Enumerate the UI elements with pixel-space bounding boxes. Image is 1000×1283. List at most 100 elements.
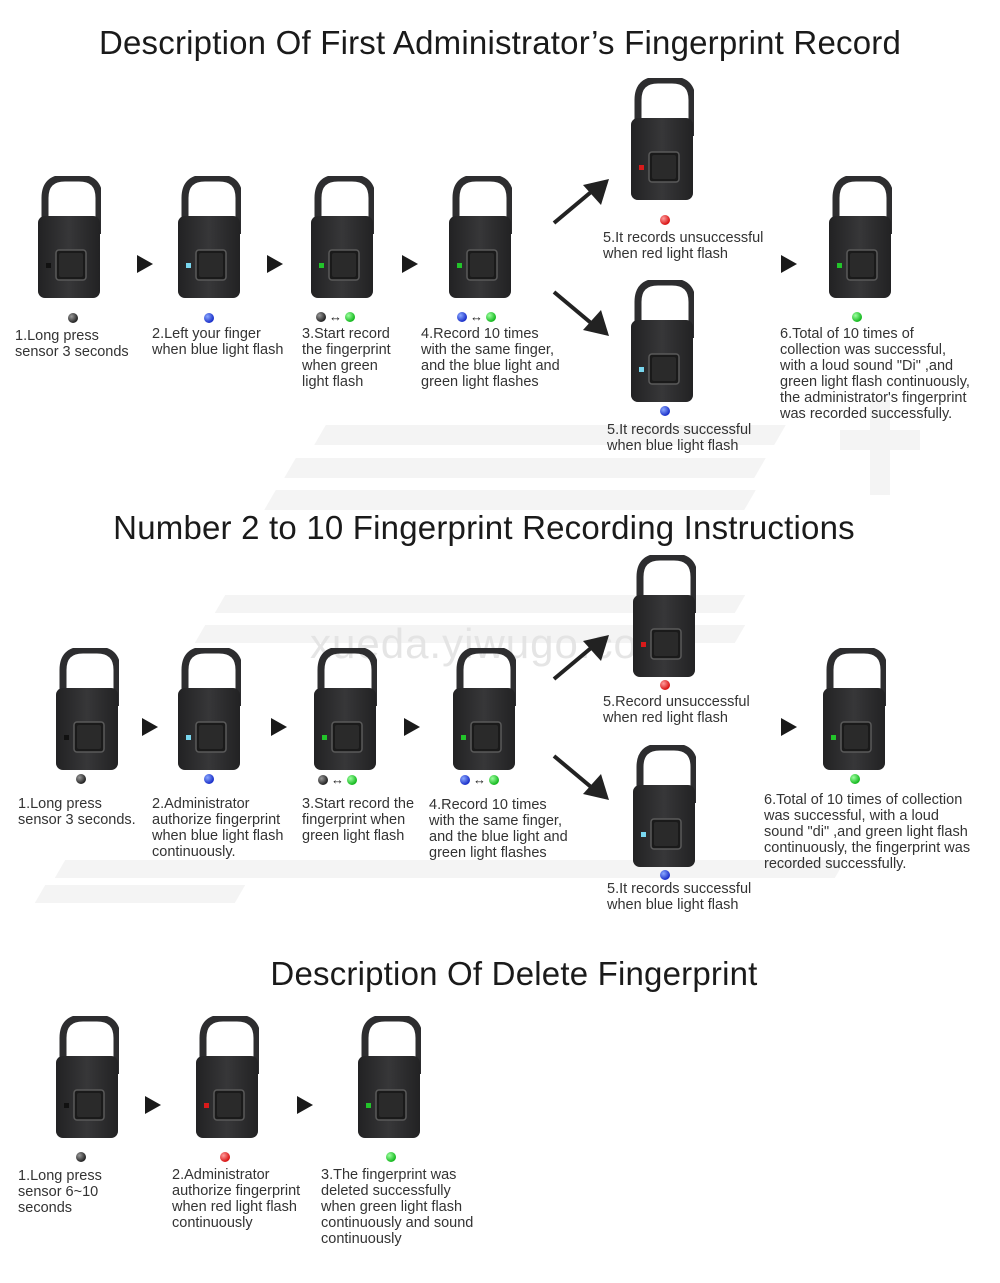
section2-step4-caption: 4.Record 10 times with the same finger, … — [429, 797, 568, 861]
padlock-icon — [453, 648, 516, 770]
section1-step4-caption: 4.Record 10 times with the same finger, … — [421, 326, 560, 390]
play-arrow-icon — [267, 255, 283, 273]
section1-title: Description Of First Administrator’s Fin… — [98, 24, 902, 61]
section1-step7-caption: 6.Total of 10 times of collection was su… — [780, 326, 970, 422]
section3-step3-padlock — [357, 1016, 421, 1140]
play-arrow-icon — [781, 718, 797, 736]
play-arrow-icon — [297, 1096, 313, 1114]
section1-step3-padlock — [310, 176, 374, 300]
blue-led-dot — [460, 775, 470, 785]
section2-step4-alternating-led-indicator: ↔ — [460, 772, 499, 787]
diagonal-down-arrow-icon — [552, 290, 609, 336]
section3-step3-caption: 3.The fingerprint was deleted successful… — [321, 1167, 474, 1247]
section3-step2-red-led-indicator — [220, 1152, 230, 1162]
section1-step3-caption: 3.Start record the fingerprint when gree… — [302, 326, 391, 390]
section1-step6-padlock — [630, 280, 694, 404]
section3-step3-green-led-indicator — [386, 1152, 396, 1162]
green-led-dot — [486, 312, 496, 322]
section1-step1-padlock — [37, 176, 101, 300]
padlock-icon — [314, 648, 377, 770]
left-right-arrow-icon: ↔ — [470, 309, 483, 324]
section2-step4-padlock — [452, 648, 516, 772]
green-led-dot — [347, 775, 357, 785]
padlock-icon — [56, 648, 119, 770]
padlock-icon — [631, 78, 694, 200]
section2-step1-caption: 1.Long press sensor 3 seconds. — [18, 796, 136, 828]
play-arrow-icon — [142, 718, 158, 736]
padlock-icon — [178, 176, 241, 298]
section2-step2-padlock — [177, 648, 241, 772]
background-stripe — [870, 400, 890, 495]
background-stripe — [34, 885, 246, 903]
section1-step4-alternating-led-indicator: ↔ — [457, 309, 496, 324]
section2-step7-green-led-indicator — [850, 774, 860, 784]
play-arrow-icon — [271, 718, 287, 736]
left-right-arrow-icon: ↔ — [473, 772, 486, 787]
padlock-icon — [633, 555, 696, 677]
section3-step1-padlock — [55, 1016, 119, 1140]
section2-step5-padlock — [632, 555, 696, 679]
section1-step6-blue-led-indicator — [660, 406, 670, 416]
section2-step3-padlock — [313, 648, 377, 772]
play-arrow-icon — [781, 255, 797, 273]
section1-step7-green-led-indicator — [852, 312, 862, 322]
play-arrow-icon — [404, 718, 420, 736]
padlock-icon — [823, 648, 886, 770]
section2-step1-padlock — [55, 648, 119, 772]
section2-step7-padlock — [822, 648, 886, 772]
blue-led-dot — [457, 312, 467, 322]
section2-step5-caption: 5.Record unsuccessful when red light fla… — [603, 694, 750, 726]
section3-step1-caption: 1.Long press sensor 6~10 seconds — [18, 1168, 102, 1216]
padlock-icon — [38, 176, 101, 298]
padlock-icon — [196, 1016, 259, 1138]
section2-step3-alternating-led-indicator: ↔ — [318, 772, 357, 787]
section2-title: Number 2 to 10 Fingerprint Recording Ins… — [113, 509, 855, 546]
section2-step7-caption: 6.Total of 10 times of collection was su… — [764, 792, 971, 872]
padlock-icon — [56, 1016, 119, 1138]
padlock-icon — [311, 176, 374, 298]
section2-step2-caption: 2.Administrator authorize fingerprint wh… — [152, 796, 284, 860]
padlock-icon — [631, 280, 694, 402]
section1-step2-blue-led-indicator — [204, 313, 214, 323]
section1-step5-padlock — [630, 78, 694, 202]
section3-step1-black-led-indicator — [76, 1152, 86, 1162]
background-stripe — [264, 490, 756, 510]
section1-step6-caption: 5.It records successful when blue light … — [607, 422, 752, 454]
play-arrow-icon — [402, 255, 418, 273]
section3-step2-caption: 2.Administrator authorize fingerprint wh… — [172, 1167, 301, 1231]
green-led-dot — [489, 775, 499, 785]
diagonal-up-arrow-icon — [552, 179, 609, 225]
section2-step3-caption: 3.Start record the fingerprint when gree… — [302, 796, 415, 844]
diagonal-up-arrow-icon — [552, 635, 609, 681]
play-arrow-icon — [145, 1096, 161, 1114]
padlock-icon — [633, 745, 696, 867]
section1-step7-padlock — [828, 176, 892, 300]
black-led-dot — [318, 775, 328, 785]
padlock-icon — [178, 648, 241, 770]
section3-title: Description Of Delete Fingerprint — [270, 955, 758, 992]
left-right-arrow-icon: ↔ — [331, 772, 344, 787]
black-led-dot — [316, 312, 326, 322]
section1-step2-padlock — [177, 176, 241, 300]
section2-step6-caption: 5.It records successful when blue light … — [607, 881, 752, 913]
left-right-arrow-icon: ↔ — [329, 309, 342, 324]
padlock-icon — [358, 1016, 421, 1138]
section1-step3-alternating-led-indicator: ↔ — [316, 309, 355, 324]
section2-step6-padlock — [632, 745, 696, 869]
section1-step1-caption: 1.Long press sensor 3 seconds — [15, 328, 129, 360]
padlock-icon — [829, 176, 892, 298]
section1-step1-black-led-indicator — [68, 313, 78, 323]
section2-step2-blue-led-indicator — [204, 774, 214, 784]
section2-step5-red-led-indicator — [660, 680, 670, 690]
section1-step4-padlock — [448, 176, 512, 300]
section1-step5-red-led-indicator — [660, 215, 670, 225]
background-stripe — [54, 860, 846, 878]
play-arrow-icon — [137, 255, 153, 273]
section3-step2-padlock — [195, 1016, 259, 1140]
section1-step2-caption: 2.Left your finger when blue light flash — [152, 326, 284, 358]
background-stripe — [284, 458, 766, 478]
section1-step5-caption: 5.It records unsuccessful when red light… — [603, 230, 764, 262]
padlock-icon — [449, 176, 512, 298]
section2-step6-blue-led-indicator — [660, 870, 670, 880]
green-led-dot — [345, 312, 355, 322]
